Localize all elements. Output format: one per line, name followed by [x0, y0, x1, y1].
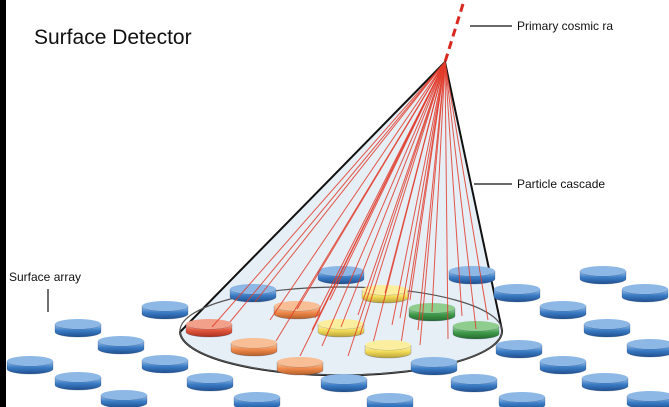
particle-cascade-label: Particle cascade [517, 177, 606, 191]
left-border [0, 0, 6, 407]
detector-front-15 [100, 390, 148, 407]
cascade-rays [211, 61, 489, 357]
detector-back-14 [452, 321, 500, 340]
detector-front-8 [410, 357, 458, 376]
cascade-ray [444, 61, 477, 330]
detector-back-5 [493, 284, 541, 303]
cascade-ray [431, 61, 446, 313]
detector-back-4 [621, 284, 669, 303]
detector-front-6 [141, 355, 189, 374]
cascade-ray [444, 61, 489, 321]
cascade-ray [211, 61, 446, 328]
detector-front-0 [97, 336, 145, 355]
cascade-ray [391, 61, 446, 326]
detector-back-10 [539, 301, 587, 320]
cascade-ray [269, 61, 446, 321]
detector-front-19 [626, 391, 669, 407]
detector-front-12 [320, 374, 368, 393]
cascade-ray [254, 61, 446, 303]
detector-back-1 [448, 266, 496, 285]
cascade-ray [347, 61, 446, 357]
cascade-ray [444, 61, 463, 317]
cascade-ray [314, 61, 446, 319]
primary-cosmic-ray-label: Primary cosmic ra [517, 19, 614, 33]
detector-front-18 [498, 392, 546, 407]
cascade-ray [321, 61, 446, 347]
detector-back-11 [54, 319, 102, 338]
detector-front-10 [54, 372, 102, 391]
detector-front-4 [626, 339, 669, 358]
detector-front-3 [495, 340, 543, 359]
detector-front-2 [364, 340, 412, 359]
cascade-ray [384, 61, 446, 294]
diagram-title: Surface Detector [34, 26, 192, 49]
cascade-ray [444, 61, 449, 340]
cascade-ray [417, 61, 446, 331]
cascade-ray [399, 61, 446, 319]
cascade-ray [359, 61, 446, 336]
detector-front-16 [233, 392, 281, 407]
detector-back-3 [579, 266, 627, 285]
detector-back-2 [229, 284, 277, 303]
cascade-ray [340, 61, 446, 328]
cascade-ray [329, 61, 446, 301]
cascade-ray [357, 61, 446, 316]
detector-back-7 [141, 301, 189, 320]
cascade-ray [229, 61, 446, 323]
detector-front-11 [186, 373, 234, 392]
detector-front-13 [450, 374, 498, 393]
detector-front-5 [6, 356, 54, 375]
detector-front-14 [581, 373, 629, 392]
detector-back-12 [185, 319, 233, 338]
detector-front-1 [230, 338, 278, 357]
surface-array-label: Surface array [9, 270, 82, 284]
cascade-ray [419, 61, 446, 346]
detector-back-0 [317, 266, 365, 285]
primary-cosmic-ray [443, 3, 465, 63]
surface-array-front [6, 336, 669, 407]
cascade-ray [296, 61, 446, 310]
detector-back-15 [583, 319, 631, 338]
cascade-ray [409, 61, 446, 301]
detector-front-7 [276, 357, 324, 376]
detector-front-17 [366, 393, 414, 407]
detector-front-9 [539, 356, 587, 375]
